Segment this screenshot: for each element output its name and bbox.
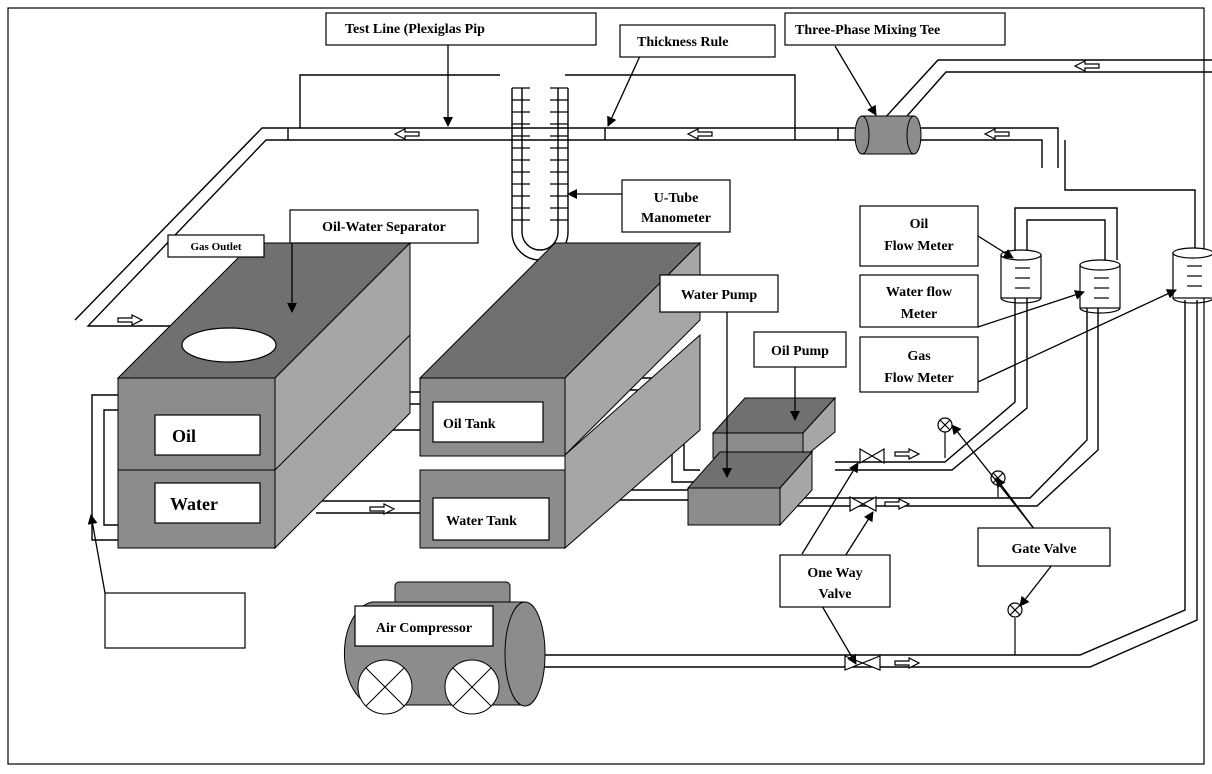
test-line-outer <box>74 127 1059 321</box>
label-water: Water <box>170 494 218 514</box>
leader-arrows <box>87 44 1177 665</box>
label-water-tank: Water Tank <box>446 514 517 529</box>
three-phase-mixing-tee <box>854 115 922 155</box>
label-one-way-1: One Way <box>807 566 862 581</box>
label-text: Test Line (Plexiglas Pip Thickness Rule … <box>170 22 1076 636</box>
gas-flow-meter <box>1172 247 1212 304</box>
label-mixing-tee: Three-Phase Mixing Tee <box>795 23 940 38</box>
compressor-wheel-left <box>357 659 413 715</box>
label-thickness-rule: Thickness Rule <box>637 35 728 50</box>
label-utube-1: U-Tube <box>654 191 699 206</box>
label-oil-pump: Oil Pump <box>771 344 829 359</box>
frame <box>7 7 1205 765</box>
label-one-way-2: Valve <box>819 587 852 602</box>
label-utube-2: Manometer <box>641 211 711 226</box>
label-water-flow-2: Meter <box>901 307 938 322</box>
label-test-line: Test Line (Plexiglas Pip <box>345 22 485 37</box>
air-compressor <box>343 581 546 715</box>
label-boxes <box>104 12 1111 649</box>
one-way-valve-water <box>849 495 877 513</box>
pumps <box>686 396 837 527</box>
label-gate-valve: Gate Valve <box>1012 542 1077 557</box>
label-air-compressor: Air Compressor <box>376 621 472 636</box>
label-water-flow-1: Water flow <box>886 285 953 300</box>
gate-valve-oil <box>937 417 953 458</box>
separator-inlet <box>181 327 277 363</box>
label-oil-flow-2: Flow Meter <box>884 239 954 254</box>
label-gas-flow-2: Flow Meter <box>884 371 954 386</box>
label-gas-flow-1: Gas <box>907 349 931 364</box>
gate-valve-gas <box>1007 602 1023 655</box>
label-oil-tank: Oil Tank <box>443 417 496 432</box>
one-way-valve-oil <box>859 447 885 465</box>
label-gas-outlet: Gas Outlet <box>190 241 241 253</box>
label-oil-flow-1: Oil <box>910 217 929 232</box>
one-way-valve-gas <box>844 655 881 671</box>
flow-meters <box>1000 247 1212 314</box>
water-flow-meter <box>1079 259 1121 314</box>
test-line-inner <box>86 139 1043 327</box>
label-water-pump: Water Pump <box>681 288 758 303</box>
oil-flow-meter <box>1000 249 1042 304</box>
label-oil: Oil <box>172 426 196 446</box>
u-tube-manometer <box>511 87 569 261</box>
compressor-wheel-right <box>444 659 500 715</box>
label-separator: Oil-Water Separator <box>322 220 446 235</box>
